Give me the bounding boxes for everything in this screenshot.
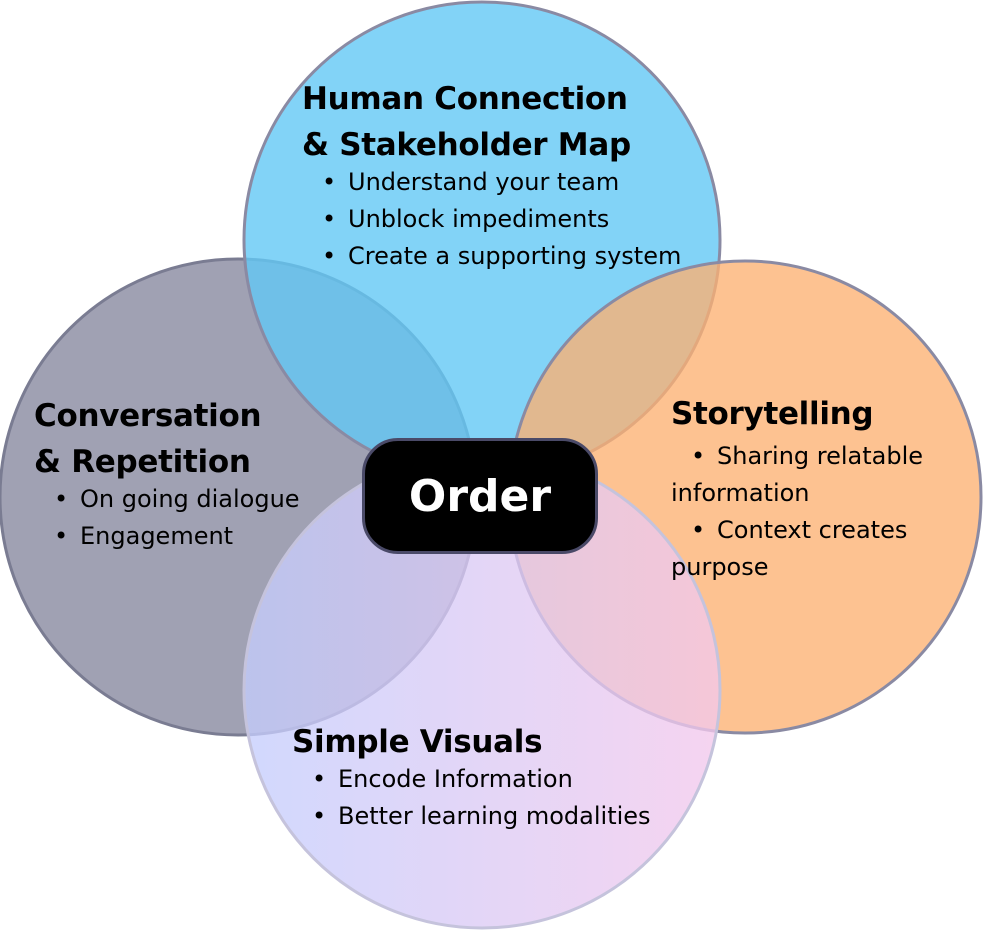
- list-item: Unblock impediments: [322, 201, 681, 238]
- human-connection-title-line-2: & Stakeholder Map: [302, 127, 631, 163]
- storytelling-title: Storytelling: [671, 396, 874, 432]
- center-order-label: Order: [408, 470, 552, 522]
- list-item: Sharing relatable information: [671, 438, 971, 512]
- list-item: Understand your team: [322, 164, 681, 201]
- list-item: Encode Information: [312, 761, 651, 798]
- human-connection-block: Human Connection & Stakeholder Map Under…: [302, 76, 681, 275]
- human-connection-list: Understand your team Unblock impediments…: [322, 164, 681, 275]
- simple-visuals-block: Simple Visuals Encode Information Better…: [292, 719, 651, 835]
- human-connection-title-line-1: Human Connection: [302, 81, 628, 117]
- storytelling-list: Sharing relatable information Context cr…: [671, 438, 971, 586]
- list-item: Context creates purpose: [671, 512, 971, 586]
- simple-visuals-title: Simple Visuals: [292, 724, 543, 760]
- conversation-title-line-2: & Repetition: [34, 444, 251, 480]
- list-item: Create a supporting system: [322, 238, 681, 275]
- list-item: On going dialogue: [54, 481, 300, 518]
- storytelling-block: Storytelling Sharing relatable informati…: [671, 391, 971, 586]
- conversation-title-line-1: Conversation: [34, 398, 262, 434]
- conversation-block: Conversation & Repetition On going dialo…: [34, 393, 300, 555]
- conversation-list: On going dialogue Engagement: [54, 481, 300, 555]
- simple-visuals-list: Encode Information Better learning modal…: [312, 761, 651, 835]
- list-item: Engagement: [54, 518, 300, 555]
- center-order-badge: Order: [362, 438, 598, 554]
- list-item: Better learning modalities: [312, 798, 651, 835]
